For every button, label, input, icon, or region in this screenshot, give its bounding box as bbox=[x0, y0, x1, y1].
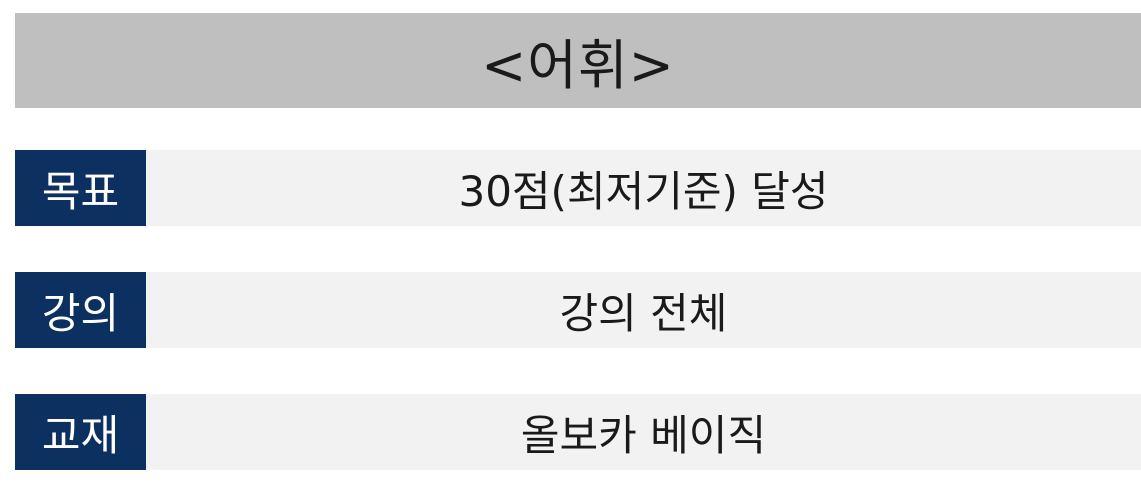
row-value-lecture: 강의 전체 bbox=[146, 272, 1141, 348]
row-goal: 목표 30점(최저기준) 달성 bbox=[15, 150, 1141, 226]
row-label-lecture: 강의 bbox=[15, 272, 146, 348]
row-value-goal: 30점(최저기준) 달성 bbox=[146, 150, 1141, 226]
row-label-goal: 목표 bbox=[15, 150, 146, 226]
title-bar: <어휘> bbox=[15, 13, 1141, 108]
row-label-textbook: 교재 bbox=[15, 394, 146, 470]
row-textbook: 교재 올보카 베이직 bbox=[15, 394, 1141, 470]
row-value-textbook: 올보카 베이직 bbox=[146, 394, 1141, 470]
row-lecture: 강의 강의 전체 bbox=[15, 272, 1141, 348]
page-title: <어휘> bbox=[481, 34, 675, 97]
